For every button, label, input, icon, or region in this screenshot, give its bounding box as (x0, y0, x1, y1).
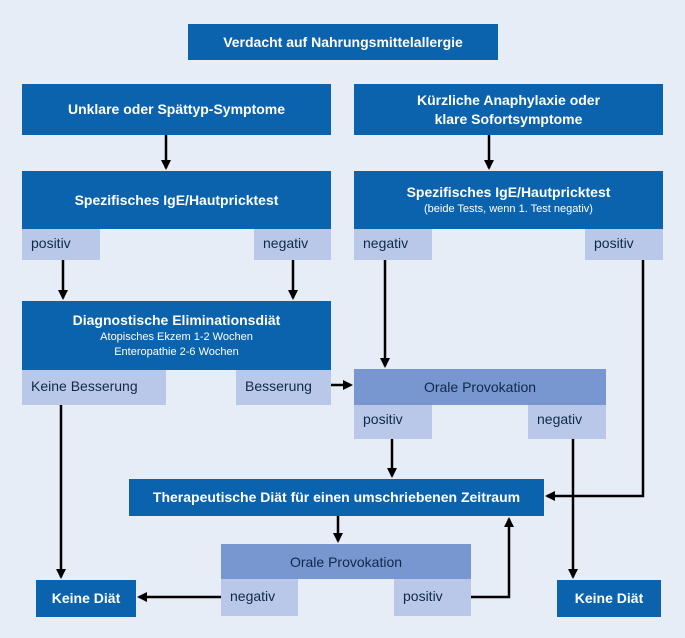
elimination-diet-line1: Atopisches Ekzem 1-2 Wochen (100, 331, 253, 343)
oral-provocation-2: Orale Provokation (221, 544, 471, 579)
left-test-negativ-label: negativ (263, 235, 309, 251)
no-diet-left: Keine Diät (36, 580, 136, 617)
left-test-node: Spezifisches IgE/Hautpricktest (22, 171, 331, 229)
arrow-right-positiv-to-therapy (545, 260, 645, 501)
prov2-negativ-label: negativ (230, 588, 276, 604)
arrow-prov2-positiv-to-therapy (471, 517, 514, 599)
start-node: Verdacht auf Nahrungsmittelallergie (188, 24, 498, 60)
left-symptoms-node: Unklare oder Spättyp-Symptome (22, 84, 331, 135)
right-test-note: (beide Tests, wenn 1. Test negativ) (424, 203, 593, 215)
no-diet-left-label: Keine Diät (51, 590, 121, 606)
left-test-label: Spezifisches IgE/Hautpricktest (74, 191, 279, 208)
elimination-diet-line2: Enteropathie 2-6 Wochen (114, 346, 239, 358)
start-node-label: Verdacht auf Nahrungsmittelallergie (223, 33, 463, 50)
right-test-positiv-label: positiv (594, 235, 634, 251)
oral-provocation-2-label: Orale Provokation (289, 553, 403, 570)
left-test-negativ: negativ (254, 229, 331, 260)
prov1-positiv-label: positiv (363, 411, 403, 427)
oral-provocation-1-label: Orale Provokation (423, 379, 537, 395)
therapeutic-diet-label: Therapeutische Diät für einen umschriebe… (152, 489, 521, 505)
oral-provocation-1: Orale Provokation (354, 369, 606, 405)
besserung: Besserung (236, 370, 331, 405)
prov2-negativ: negativ (221, 579, 298, 616)
left-test-positiv: positiv (22, 229, 100, 260)
prov1-negativ: negativ (528, 405, 606, 439)
right-test-node: Spezifisches IgE/Hautpricktest (beide Tes… (354, 171, 663, 229)
right-symptoms-node: Kürzliche Anaphylaxie oder klare Soforts… (354, 84, 663, 135)
prov2-positiv: positiv (394, 579, 471, 616)
left-test-positiv-label: positiv (31, 235, 71, 251)
no-diet-right: Keine Diät (557, 580, 661, 617)
besserung-label: Besserung (245, 378, 312, 394)
keine-besserung: Keine Besserung (22, 370, 166, 405)
prov1-negativ-label: negativ (537, 411, 583, 427)
right-test-positiv: positiv (585, 229, 663, 260)
right-test-negativ: negativ (354, 229, 432, 260)
right-symptoms-label: Kürzliche Anaphylaxie oder klare Soforts… (416, 91, 601, 127)
therapeutic-diet-node: Therapeutische Diät für einen umschriebe… (129, 479, 544, 516)
prov2-positiv-label: positiv (403, 588, 443, 604)
elimination-diet-title: Diagnostische Eliminationsdiät (72, 312, 281, 328)
keine-besserung-label: Keine Besserung (31, 378, 138, 394)
no-diet-right-label: Keine Diät (574, 590, 644, 606)
right-test-label: Spezifisches IgE/Hautpricktest (406, 184, 611, 200)
left-symptoms-label: Unklare oder Spättyp-Symptome (67, 101, 286, 117)
right-test-negativ-label: negativ (363, 235, 409, 251)
prov1-positiv: positiv (354, 405, 432, 439)
